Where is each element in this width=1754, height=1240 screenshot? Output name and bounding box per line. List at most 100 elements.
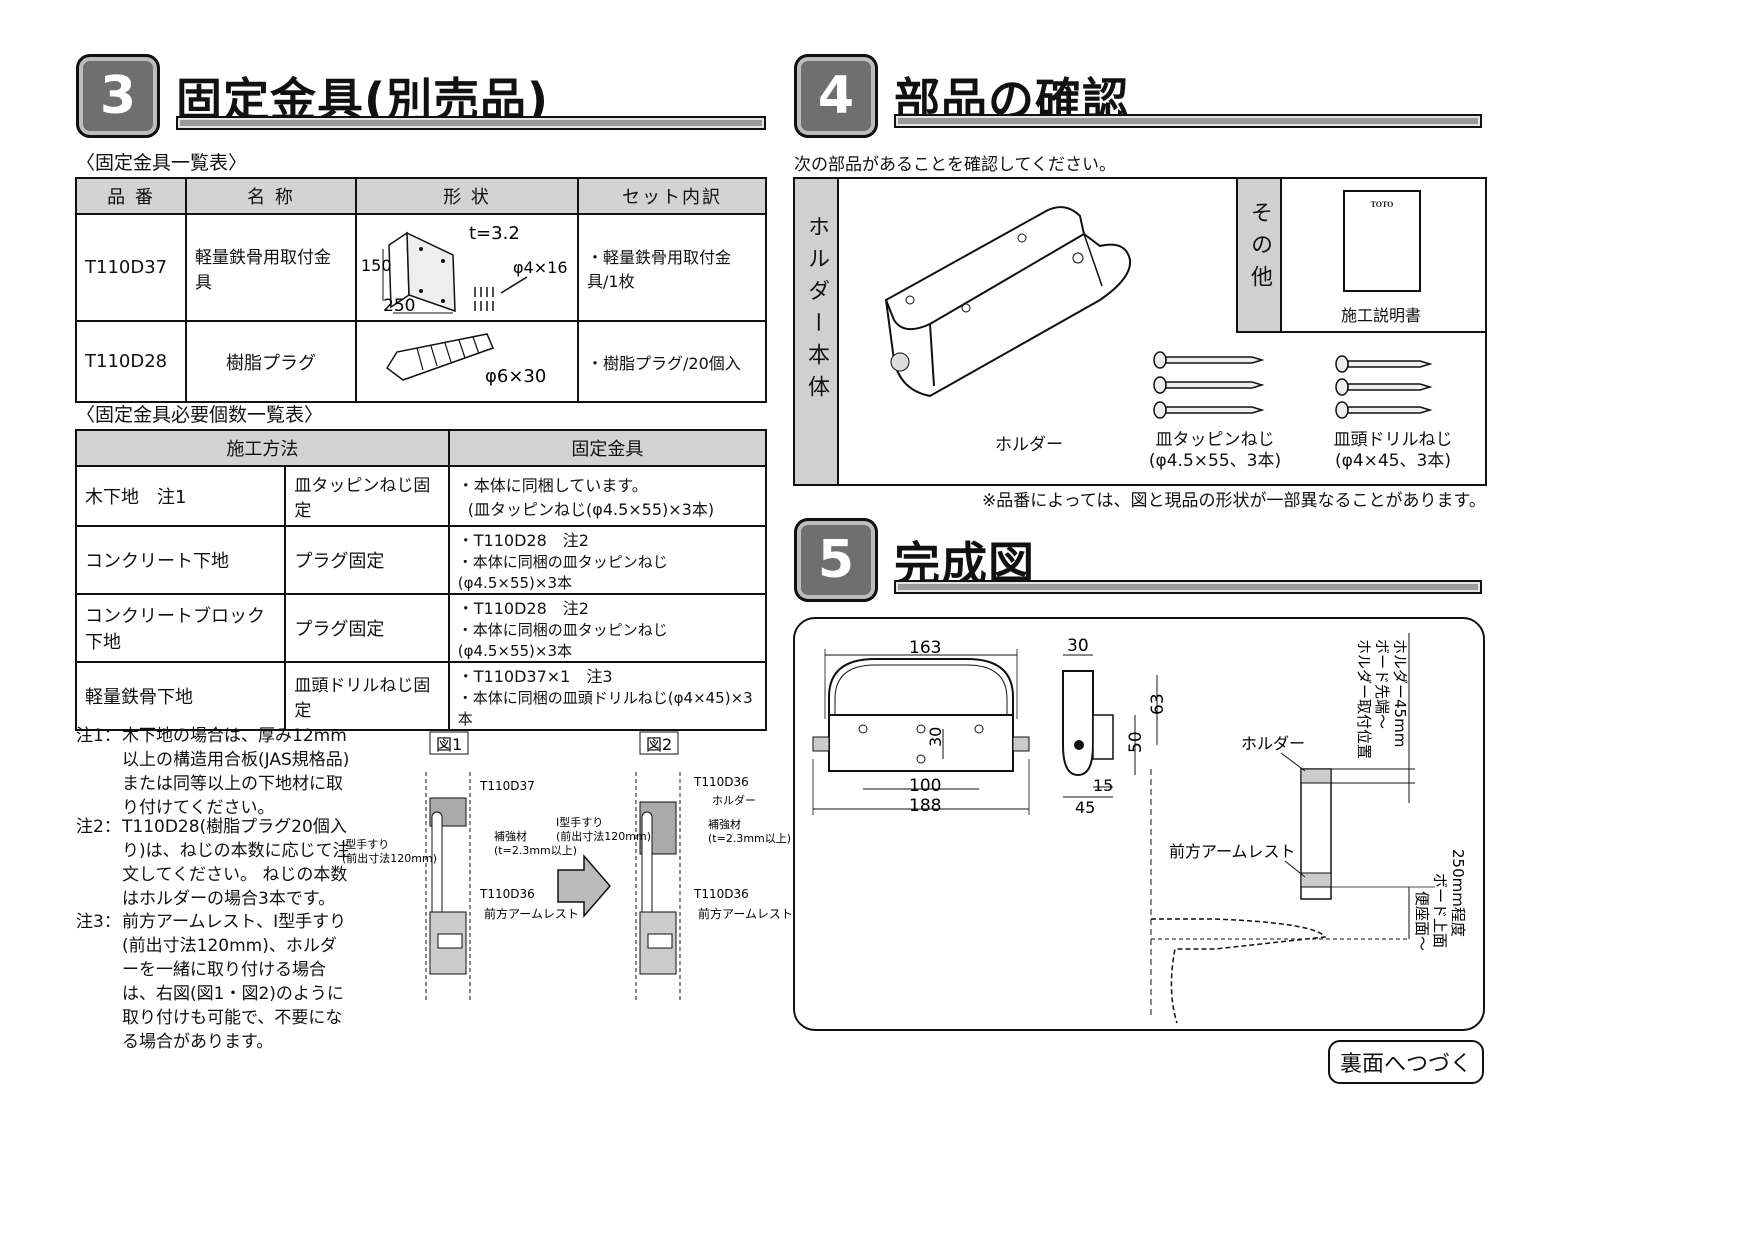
note-key: 注3：: [76, 912, 121, 932]
detail-line: ・本体に同梱しています。: [457, 476, 648, 495]
fig1-handrail: I型手すり: [342, 837, 389, 851]
dim-depth-45: 45: [1075, 798, 1095, 817]
screw2-spec: (φ4×45、3本): [1335, 451, 1451, 471]
fig2-armrest: 前方アームレスト: [698, 906, 793, 921]
fig1-t2: T110D36: [479, 887, 535, 901]
body-label-cell: ホルダー本体: [795, 179, 839, 484]
parts-disclaimer: ※品番によっては、図と現品の形状が一部異なることがあります。: [982, 491, 1486, 511]
part-shape: 150 250 t=3.2 φ4×16: [355, 213, 579, 322]
fix-method: プラグ固定: [284, 525, 450, 595]
dim-150: 150: [361, 256, 392, 275]
screw2-caption: 皿頭ドリルねじ (φ4×45、3本): [1318, 430, 1468, 472]
screw1-name: 皿タッピンねじ: [1155, 430, 1275, 450]
fig2-reinf2: (t=2.3mm以上): [708, 832, 791, 845]
bracket-illustration: 150 250 t=3.2 φ4×16: [361, 223, 568, 316]
fig2-t1: T110D36: [693, 775, 749, 789]
fixture-detail: ・本体に同梱しています。 (皿タッピンねじ(φ4.5×55)×3本): [447, 465, 768, 527]
note-text: 木下地の場合は、厚み12mm以上の構造用合板(JAS規格品)または同等以上の下地…: [122, 726, 350, 818]
part-name: 軽量鉄骨用取付金具: [185, 213, 357, 322]
section-3-badge: 3: [76, 54, 160, 138]
table-row: T110D37 軽量鉄骨用取付金具 150 250 t=3.2 φ4×16: [75, 213, 767, 322]
table-row: コンクリート下地 プラグ固定 ・T110D28 注2・本体に同梱の皿タッピンねじ…: [74, 525, 768, 595]
detail-line: ・T110D28 注2: [457, 531, 589, 550]
manual-caption: 施工説明書: [1341, 306, 1422, 325]
base-type: 木下地 注1: [74, 465, 287, 527]
section-3-rule: [176, 116, 766, 130]
screws-illustration: [1153, 351, 1433, 419]
part-code: T110D28: [75, 320, 187, 403]
dim-width-100: 100: [909, 776, 941, 796]
fixture-list-table: 品 番 名 称 形 状 セット内訳 T110D37 軽量鉄骨用取付金具 150 …: [75, 177, 767, 403]
note-1: 注1：木下地の場合は、厚み12mm以上の構造用合板(JAS規格品)または同等以上…: [76, 724, 352, 820]
screw1-spec: (φ4.5×55、3本): [1148, 451, 1282, 471]
table-row: コンクリートブロック下地 プラグ固定 ・T110D28 注2 ・本体に同梱の皿タッ…: [74, 593, 768, 663]
note-key: 注1：: [76, 726, 121, 746]
other-bottom-line: [1280, 331, 1485, 333]
detail-line: (皿タッピンねじ(φ4.5×55)×3本): [467, 500, 715, 519]
manual-illustration: TOTO: [1343, 190, 1421, 292]
parts-box: [793, 177, 1487, 486]
col-header: 施工方法: [75, 429, 450, 467]
arrow-icon: [557, 853, 611, 919]
fig1-reinf: 補強材: [494, 829, 527, 843]
table-row: 軽量鉄骨下地 皿頭ドリルねじ固定 ・T110D37×1 注3・本体に同梱の皿頭ド…: [74, 661, 768, 731]
pos-line-1: ホルダー取付位置: [1355, 639, 1373, 759]
detail-line: ・T110D28 注2: [457, 599, 589, 618]
dim-screw: φ4×16: [513, 258, 568, 277]
fixture-detail: ・T110D37×1 注3・本体に同梱の皿頭ドリルねじ(φ4×45)×3本: [447, 661, 768, 731]
section-4-intro: 次の部品があることを確認してください。: [794, 155, 1116, 175]
table-row: T110D28 樹脂プラグ φ6×30 ・樹脂プラグ/20個入: [75, 320, 767, 403]
base-type: 軽量鉄骨下地: [74, 661, 287, 731]
completion-frame: [793, 617, 1485, 1031]
completion-drawing: 163 100 188 30 30 63 50 15 45 ホルダー 前方アーム…: [812, 633, 1467, 1024]
note-text: T110D28(樹脂プラグ20個入り)は、ねじの本数に応じて注文してください。 …: [122, 817, 350, 909]
dim-plug: φ6×30: [485, 366, 546, 387]
holder-illustration: [884, 206, 1132, 398]
required-count-table: 施工方法 固定金具 木下地 注1 皿タッピンねじ固定 ・本体に同梱しています。(…: [74, 429, 768, 731]
manual-brand: TOTO: [1370, 200, 1394, 209]
pos-line-3: ホルダー45mm: [1391, 639, 1409, 747]
set-content: ・樹脂プラグ/20個入: [577, 320, 767, 403]
table-row: 木下地 注1 皿タッピンねじ固定 ・本体に同梱しています。(皿タッピンねじ(φ4…: [74, 465, 768, 527]
fig1-reinf2: (t=2.3mm以上): [494, 844, 577, 857]
fig1-t1: T110D37: [479, 779, 535, 793]
other-label: その他: [1247, 201, 1272, 297]
fig1-armrest: 前方アームレスト: [484, 906, 579, 921]
col-header: セット内訳: [577, 177, 767, 215]
dim-height-50: 50: [1126, 731, 1146, 753]
seat-line-1: 便座面～: [1413, 891, 1431, 951]
fix-method: プラグ固定: [284, 593, 450, 663]
plug-illustration: φ6×30: [385, 333, 546, 387]
col-header: 固定金具: [447, 429, 768, 467]
note-text: 前方アームレスト、I型手すり(前出寸法120mm)、ホルダーを一緒に取り付ける場…: [122, 912, 347, 1052]
continue-note: 裏面へつづく: [1328, 1040, 1485, 1084]
note-key: 注2：: [76, 817, 121, 837]
part-name: 樹脂プラグ: [185, 320, 357, 403]
seat-line-2: ボード上面: [1431, 873, 1449, 948]
dim-thickness: t=3.2: [469, 223, 520, 244]
fig2-reinf: 補強材: [708, 817, 741, 831]
armrest-callout: 前方アームレスト: [1169, 842, 1296, 861]
dim-250: 250: [383, 296, 415, 316]
col-header: 品 番: [75, 177, 187, 215]
holder-caption: ホルダー: [995, 435, 1063, 455]
body-label: ホルダー本体: [804, 215, 829, 407]
detail-line: ・本体に同梱の皿タッピンねじ(φ4.5×55)×3本: [457, 621, 668, 660]
detail-line: ・本体に同梱の皿頭ドリルねじ(φ4×45)×3本: [457, 689, 753, 728]
seat-line-3: 250mm程度: [1449, 849, 1467, 937]
section-5-rule: [894, 580, 1482, 594]
part-shape: φ6×30: [355, 320, 579, 403]
fig1-label-box: [429, 731, 469, 755]
installation-figures: 図1 T110D37 I型手すり (前出寸法120mm) 補強材 (t=2.3m…: [342, 731, 793, 1000]
fixture-list-caption: 〈固定金具一覧表〉: [76, 152, 248, 174]
base-type: コンクリートブロック下地: [74, 593, 287, 663]
section-5-badge: 5: [794, 518, 878, 602]
pos-line-2: ボード先端～: [1373, 639, 1391, 729]
fig2-label-box: [639, 731, 679, 755]
dim-width-188: 188: [909, 796, 941, 816]
holder-callout: ホルダー: [1241, 734, 1305, 753]
screw2-name: 皿頭ドリルねじ: [1333, 430, 1453, 450]
fig2-handrail: I型手すり: [556, 815, 603, 829]
section-4-badge: 4: [794, 54, 878, 138]
detail-line: ・本体に同梱の皿タッピンねじ(φ4.5×55)×3本: [457, 553, 668, 592]
